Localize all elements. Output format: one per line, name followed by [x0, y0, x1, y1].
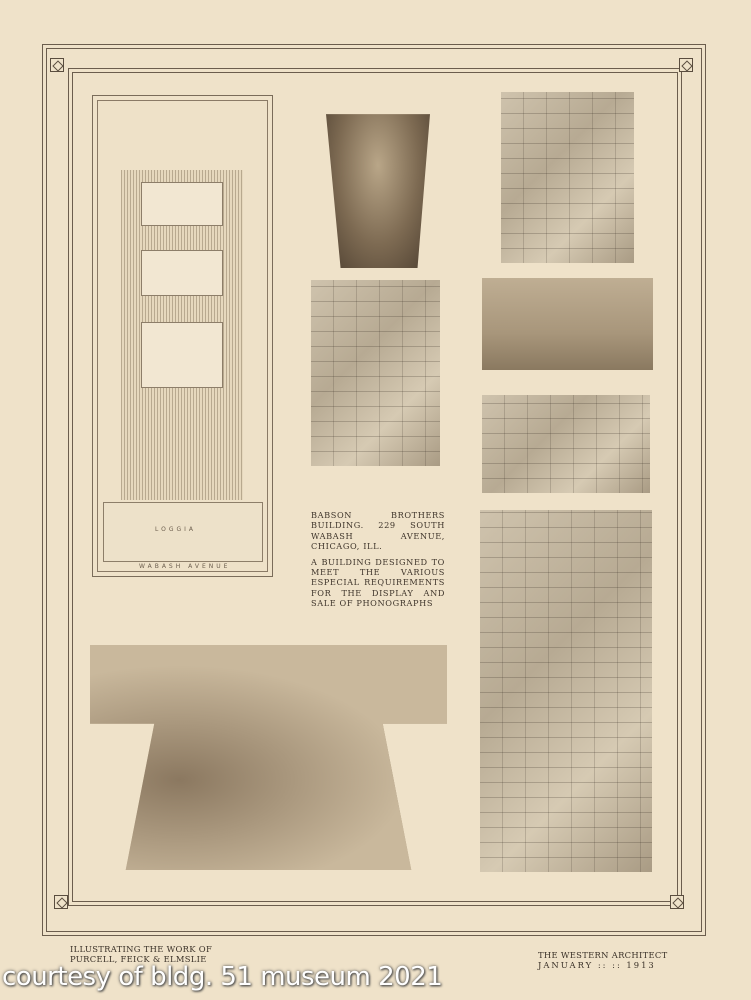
ornament-sketch-photo	[480, 510, 652, 872]
footer-left: ILLUSTRATING THE WORK OF PURCELL, FEICK …	[70, 944, 212, 964]
street-label: WABASH AVENUE	[139, 563, 231, 570]
plan-sketch-photo	[311, 280, 440, 466]
plate-caption: BABSON BROTHERS BUILDING. 229 SOUTH WABA…	[311, 510, 445, 614]
caption-title: BABSON BROTHERS BUILDING. 229 SOUTH WABA…	[311, 510, 445, 552]
corner-ornament-icon	[50, 58, 64, 72]
page-border-outer	[42, 44, 706, 936]
caption-description: A BUILDING DESIGNED TO MEET THE VARIOUS …	[311, 556, 445, 609]
footer-right-line2: JANUARY :: :: 1913	[538, 960, 656, 970]
corner-ornament-icon	[54, 895, 68, 909]
corner-ornament-icon	[679, 58, 693, 72]
model-detail-photo	[482, 278, 653, 370]
notes-sketch-photo	[482, 395, 650, 493]
terracotta-ornament-photo	[326, 114, 430, 268]
detail-sketch-photo	[501, 92, 634, 263]
page-border-inner	[68, 68, 682, 906]
ornament-cast-photo	[90, 645, 447, 870]
loggia-label: LOGGIA	[155, 526, 197, 533]
footer-right-line1: THE WESTERN ARCHITECT	[538, 950, 668, 960]
watermark: courtesy of bldg. 51 museum 2021	[2, 962, 443, 992]
footer-left-line1: ILLUSTRATING THE WORK OF	[70, 944, 213, 954]
corner-ornament-icon	[670, 895, 684, 909]
facade-elevation-drawing: LOGGIA WABASH AVENUE	[92, 95, 273, 577]
footer-right: THE WESTERN ARCHITECT JANUARY :: :: 1913	[538, 950, 668, 970]
footer-left-line2: PURCELL, FEICK & ELMSLIE	[70, 954, 207, 964]
